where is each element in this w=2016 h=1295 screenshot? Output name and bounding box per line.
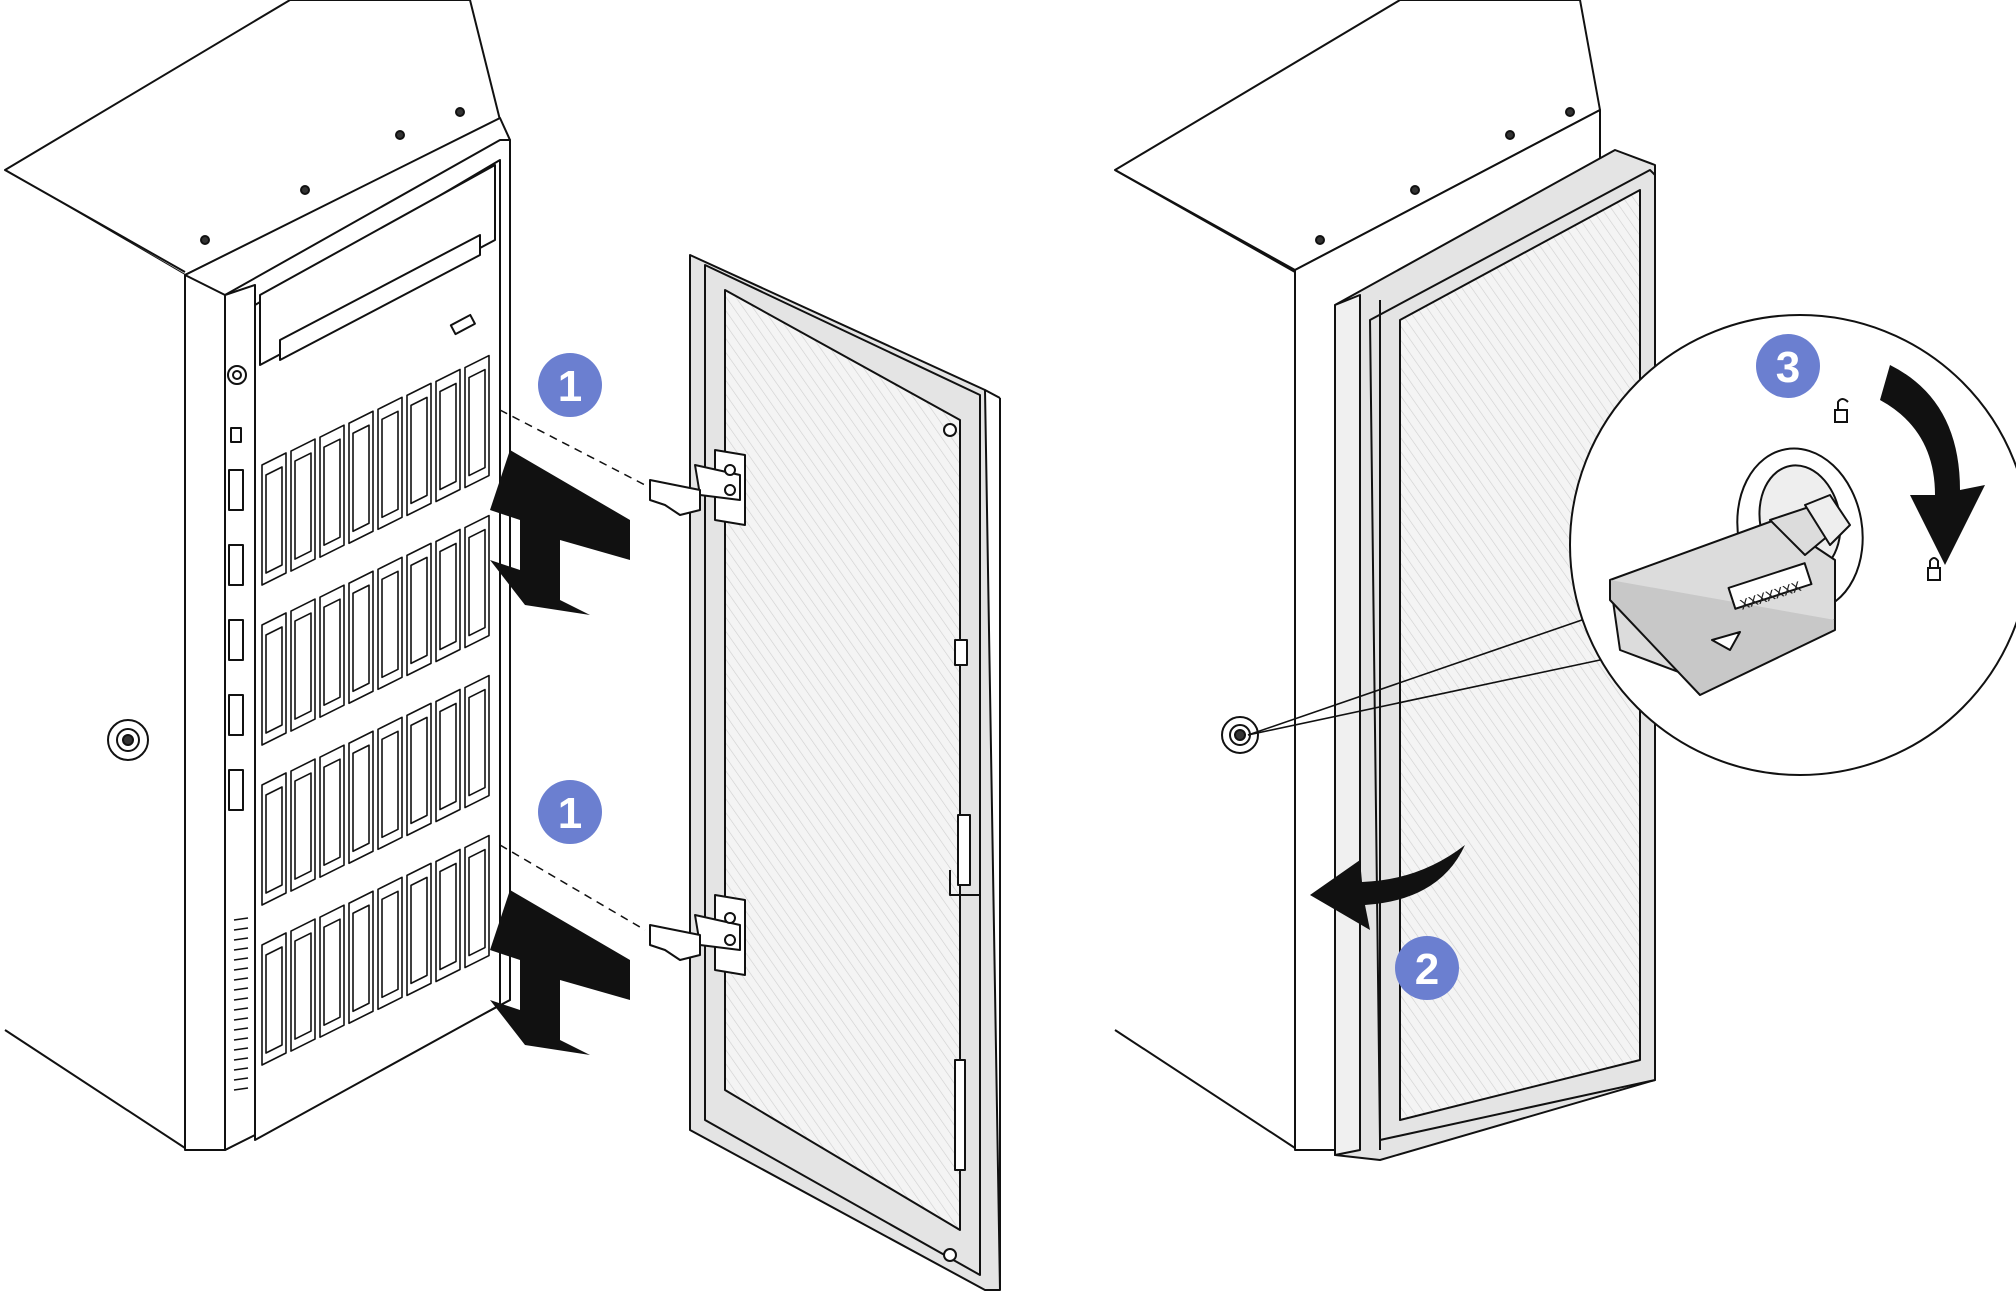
unlock-icon	[1834, 398, 1849, 423]
drive-bays	[261, 354, 490, 1066]
drive-tray-handle	[468, 528, 486, 637]
drive-tray-handle	[381, 570, 399, 679]
key-zoom: XXXXXXX	[1247, 314, 2016, 776]
drive-tray-handle	[294, 452, 312, 560]
drive-tray-handle	[439, 542, 457, 651]
rotate-clockwise-arrow	[1880, 365, 1985, 565]
callout-step2: 2	[1395, 936, 1459, 1000]
svg-text:1: 1	[558, 789, 582, 838]
drive-tray-handle	[410, 556, 428, 665]
drive-tray-handle	[468, 848, 486, 957]
drive-tray-handle	[265, 466, 283, 574]
svg-text:2: 2	[1415, 945, 1439, 994]
drive-tray-handle	[352, 904, 370, 1013]
drive-tray-handle	[294, 932, 312, 1040]
svg-text:1: 1	[558, 362, 582, 411]
drive-tray-handle	[323, 598, 341, 706]
drive-tray-handle	[323, 918, 341, 1026]
insert-arrow-lower	[490, 890, 630, 1055]
drive-tray-handle	[294, 612, 312, 720]
drive-tray-handle	[410, 716, 428, 825]
drive-tray-handle	[439, 862, 457, 971]
drive-tray-handle	[352, 584, 370, 693]
drive-tray-handle	[265, 626, 283, 734]
drive-tray-handle	[410, 396, 428, 505]
drive-tray-handle	[352, 424, 370, 533]
drive-tray-handle	[468, 688, 486, 797]
drive-tray-handle	[352, 744, 370, 853]
alignment-lines	[499, 409, 646, 931]
installed-door	[1334, 149, 1656, 1161]
callout-step3: 3	[1756, 334, 1820, 398]
drive-tray-handle	[294, 772, 312, 880]
drive-tray-handle	[265, 786, 283, 894]
drive-tray-handle	[323, 438, 341, 546]
hinge-upper	[649, 449, 746, 526]
drive-tray-handle	[265, 946, 283, 1054]
svg-text:3: 3	[1776, 343, 1800, 392]
insert-arrow-upper	[490, 450, 630, 615]
drive-tray-handle	[468, 368, 486, 477]
hinge-lower	[649, 894, 746, 976]
drive-tray-handle	[381, 730, 399, 839]
server-left	[4, 0, 511, 1151]
drive-tray-handle	[381, 410, 399, 519]
drive-tray-handle	[410, 876, 428, 985]
drive-tray-handle	[439, 702, 457, 811]
drive-tray-handle	[439, 382, 457, 491]
drive-tray-handle	[381, 890, 399, 999]
swing-open-arrow	[1310, 845, 1465, 930]
callout-step1-lower: 1	[538, 780, 602, 844]
lock-icon	[1927, 557, 1941, 581]
front-door	[689, 254, 1001, 1291]
callout-step1-upper: 1	[538, 353, 602, 417]
drive-tray-handle	[323, 758, 341, 866]
